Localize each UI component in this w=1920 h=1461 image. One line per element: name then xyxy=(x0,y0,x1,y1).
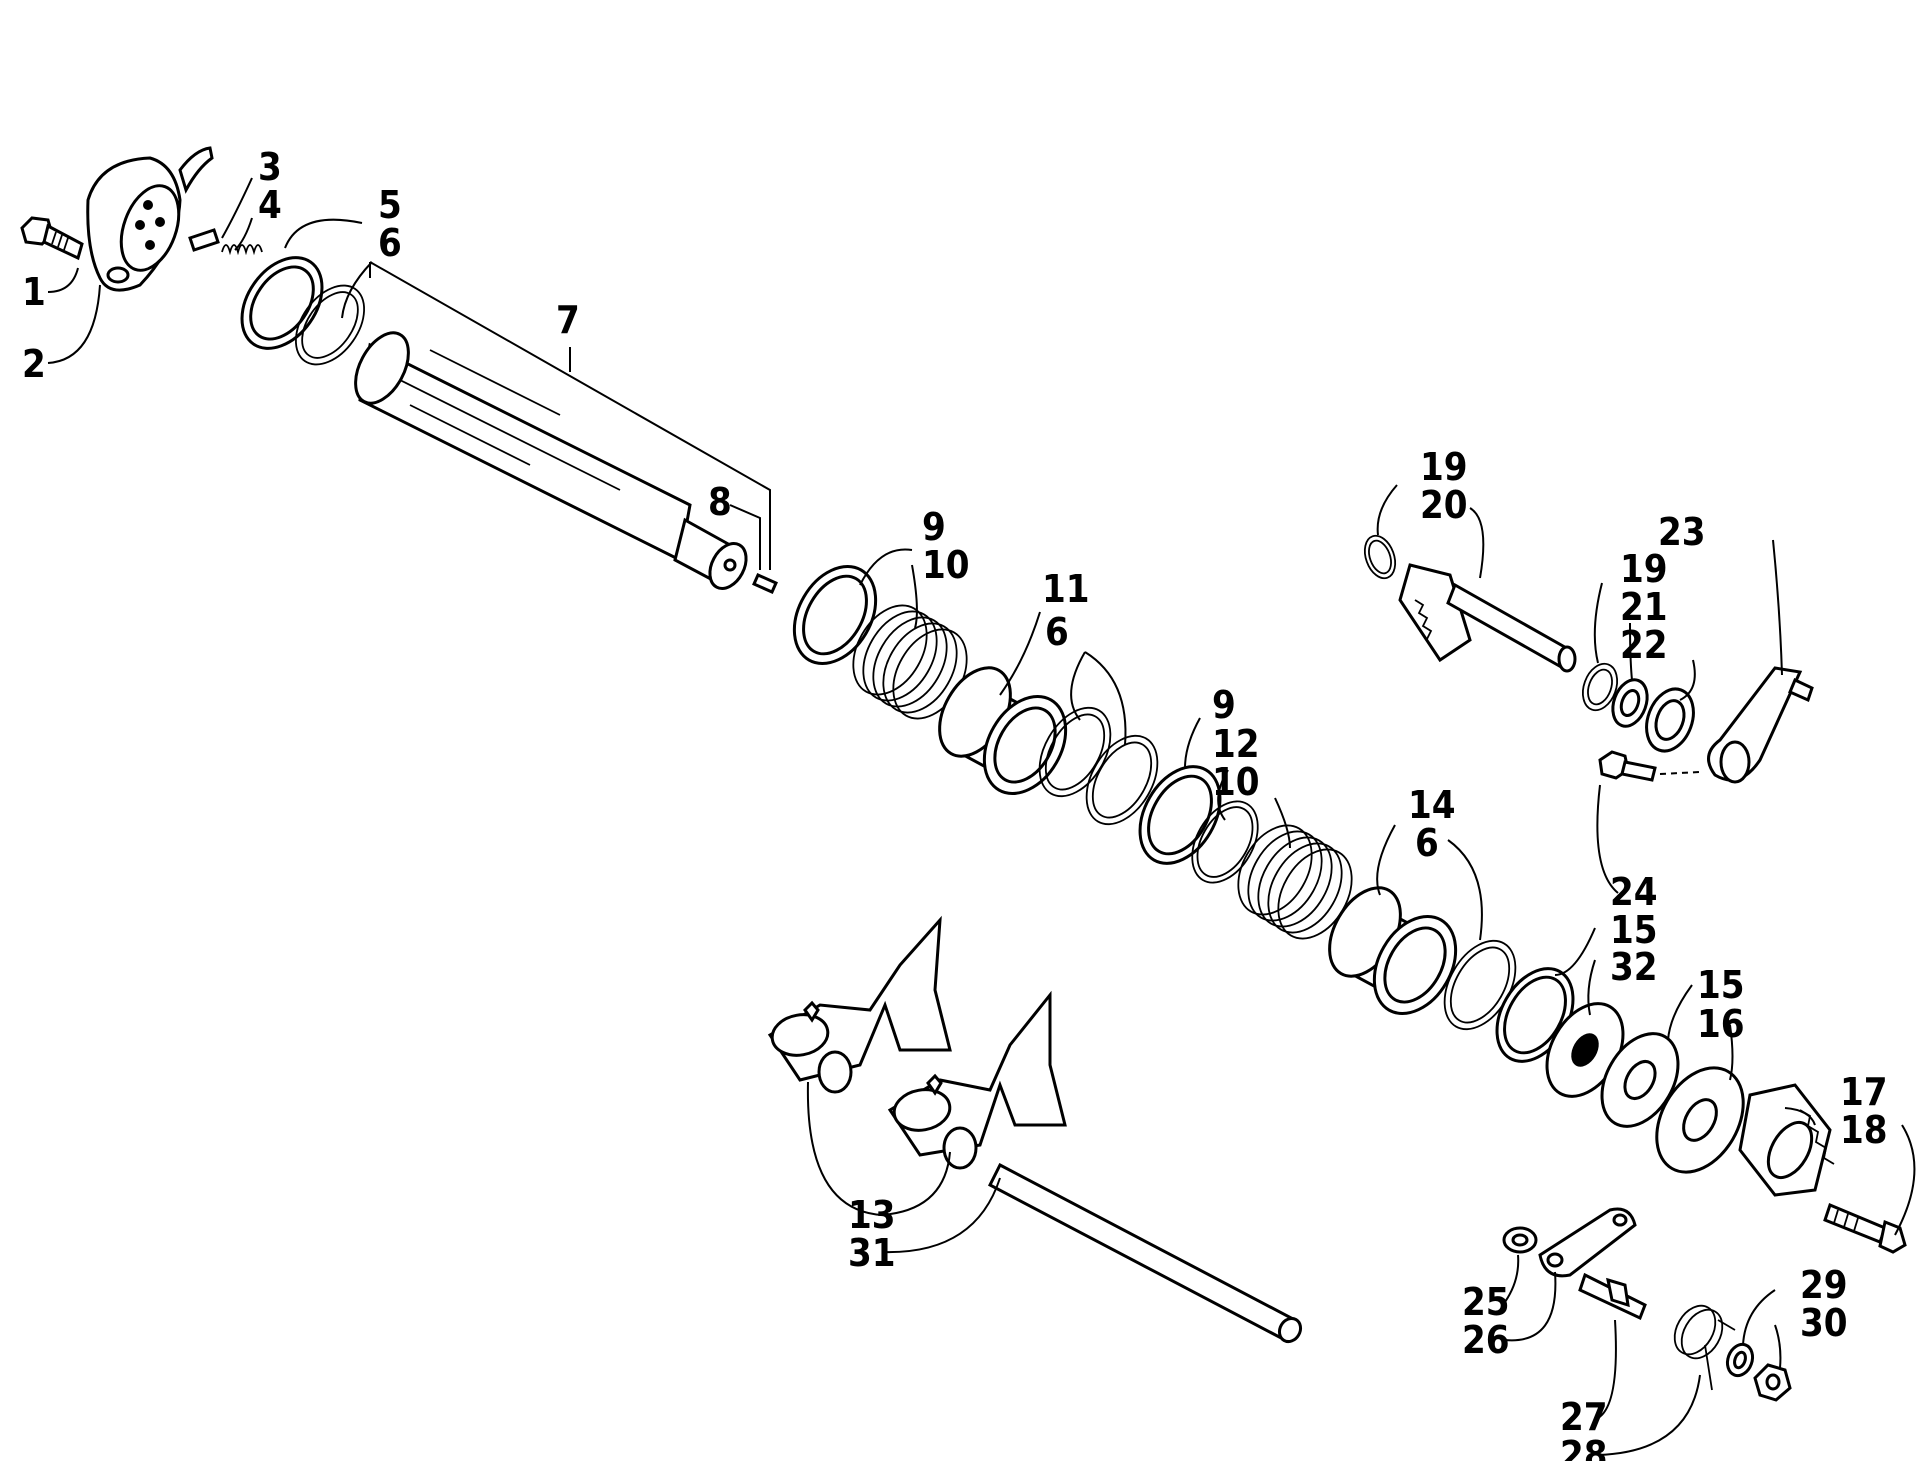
label-part-18: 18 xyxy=(1840,1108,1888,1152)
label-part-7: 7 xyxy=(556,298,580,342)
label-part-20: 20 xyxy=(1420,483,1468,527)
bearing-part-22 xyxy=(1645,687,1695,753)
torsion-spring-part-28 xyxy=(1673,1304,1736,1391)
label-part-25: 25 xyxy=(1462,1280,1510,1324)
label-part-15-a: 15 xyxy=(1610,908,1658,952)
ring-part-12 xyxy=(1191,800,1259,884)
label-part-4: 4 xyxy=(258,183,282,227)
shift-fork-part-13-a xyxy=(767,915,952,1094)
stud-part-27 xyxy=(1578,1272,1647,1321)
bolt-part-1 xyxy=(20,216,84,261)
label-part-24: 24 xyxy=(1610,870,1658,914)
snap-ring-part-6-top xyxy=(294,284,366,366)
washer-part-16 xyxy=(1655,1066,1745,1174)
sensor-housing-part-2 xyxy=(86,146,214,292)
label-part-31: 31 xyxy=(848,1231,896,1275)
label-part-6-middle: 6 xyxy=(1045,610,1069,654)
label-part-12: 12 xyxy=(1212,722,1260,766)
pin-part-8 xyxy=(752,573,778,594)
belleville-washer-part-32 xyxy=(1545,1002,1625,1098)
label-part-15-b: 15 xyxy=(1697,963,1745,1007)
washer-part-15-b xyxy=(1600,1032,1680,1128)
label-part-16: 16 xyxy=(1697,1002,1745,1046)
label-part-6-lower: 6 xyxy=(1415,821,1439,865)
stopper-plate-part-26 xyxy=(1538,1207,1637,1278)
label-part-8: 8 xyxy=(708,480,732,524)
washer-part-9-a xyxy=(792,565,878,665)
leader-lines xyxy=(47,177,1916,1456)
label-part-11: 11 xyxy=(1042,567,1090,611)
snap-ring-part-6-middle xyxy=(1038,706,1159,826)
gear-part-17 xyxy=(1738,1083,1835,1197)
label-part-21: 21 xyxy=(1620,585,1668,629)
cam-collar-part-14 xyxy=(1328,886,1458,1015)
washer-part-29 xyxy=(1725,1342,1755,1378)
pin-part-3 xyxy=(188,228,220,252)
part-number-labels: 1 2 3 4 5 6 7 8 9 10 11 6 9 12 10 14 6 1… xyxy=(22,145,1888,1461)
label-part-19-lower: 19 xyxy=(1620,547,1668,591)
label-part-10-a: 10 xyxy=(922,543,970,587)
spring-part-10-a xyxy=(852,604,968,720)
label-part-9-a: 9 xyxy=(922,505,946,549)
cam-collar-part-11 xyxy=(938,666,1068,795)
bolt-part-24 xyxy=(1598,750,1701,782)
label-part-29: 29 xyxy=(1800,1263,1848,1307)
label-part-9-b: 9 xyxy=(1212,683,1236,727)
label-part-1: 1 xyxy=(22,270,46,314)
shift-fork-part-13-b xyxy=(887,990,1067,1170)
nut-part-30 xyxy=(1753,1363,1792,1402)
shift-drum-part-7 xyxy=(354,331,748,590)
label-part-22: 22 xyxy=(1620,623,1668,667)
label-part-19-upper: 19 xyxy=(1420,445,1468,489)
snap-ring-part-19-upper xyxy=(1363,534,1397,580)
label-part-14: 14 xyxy=(1408,783,1456,827)
label-part-6-top: 6 xyxy=(378,221,402,265)
spring-part-10-b xyxy=(1237,824,1353,940)
label-part-13: 13 xyxy=(848,1193,896,1237)
washer-part-25 xyxy=(1502,1226,1538,1254)
shift-shaft-part-20 xyxy=(1398,563,1577,673)
label-part-26: 26 xyxy=(1462,1318,1510,1362)
label-part-28: 28 xyxy=(1560,1433,1608,1461)
label-part-10-b: 10 xyxy=(1212,760,1260,804)
washer-part-21 xyxy=(1611,678,1649,728)
label-part-17: 17 xyxy=(1840,1070,1888,1114)
washer-part-5 xyxy=(240,256,324,350)
fork-shaft-part-31 xyxy=(988,1162,1303,1344)
label-part-23: 23 xyxy=(1658,510,1706,554)
label-part-27: 27 xyxy=(1560,1395,1608,1439)
label-part-30: 30 xyxy=(1800,1301,1848,1345)
label-part-3: 3 xyxy=(258,145,282,189)
bolt-part-18 xyxy=(1823,1202,1907,1254)
spring-part-4 xyxy=(221,244,263,256)
label-part-32: 32 xyxy=(1610,945,1658,989)
shift-lever-part-23 xyxy=(1707,666,1814,784)
label-part-5: 5 xyxy=(378,183,402,227)
snap-ring-part-19-lower xyxy=(1581,662,1619,712)
label-part-2: 2 xyxy=(22,342,46,386)
